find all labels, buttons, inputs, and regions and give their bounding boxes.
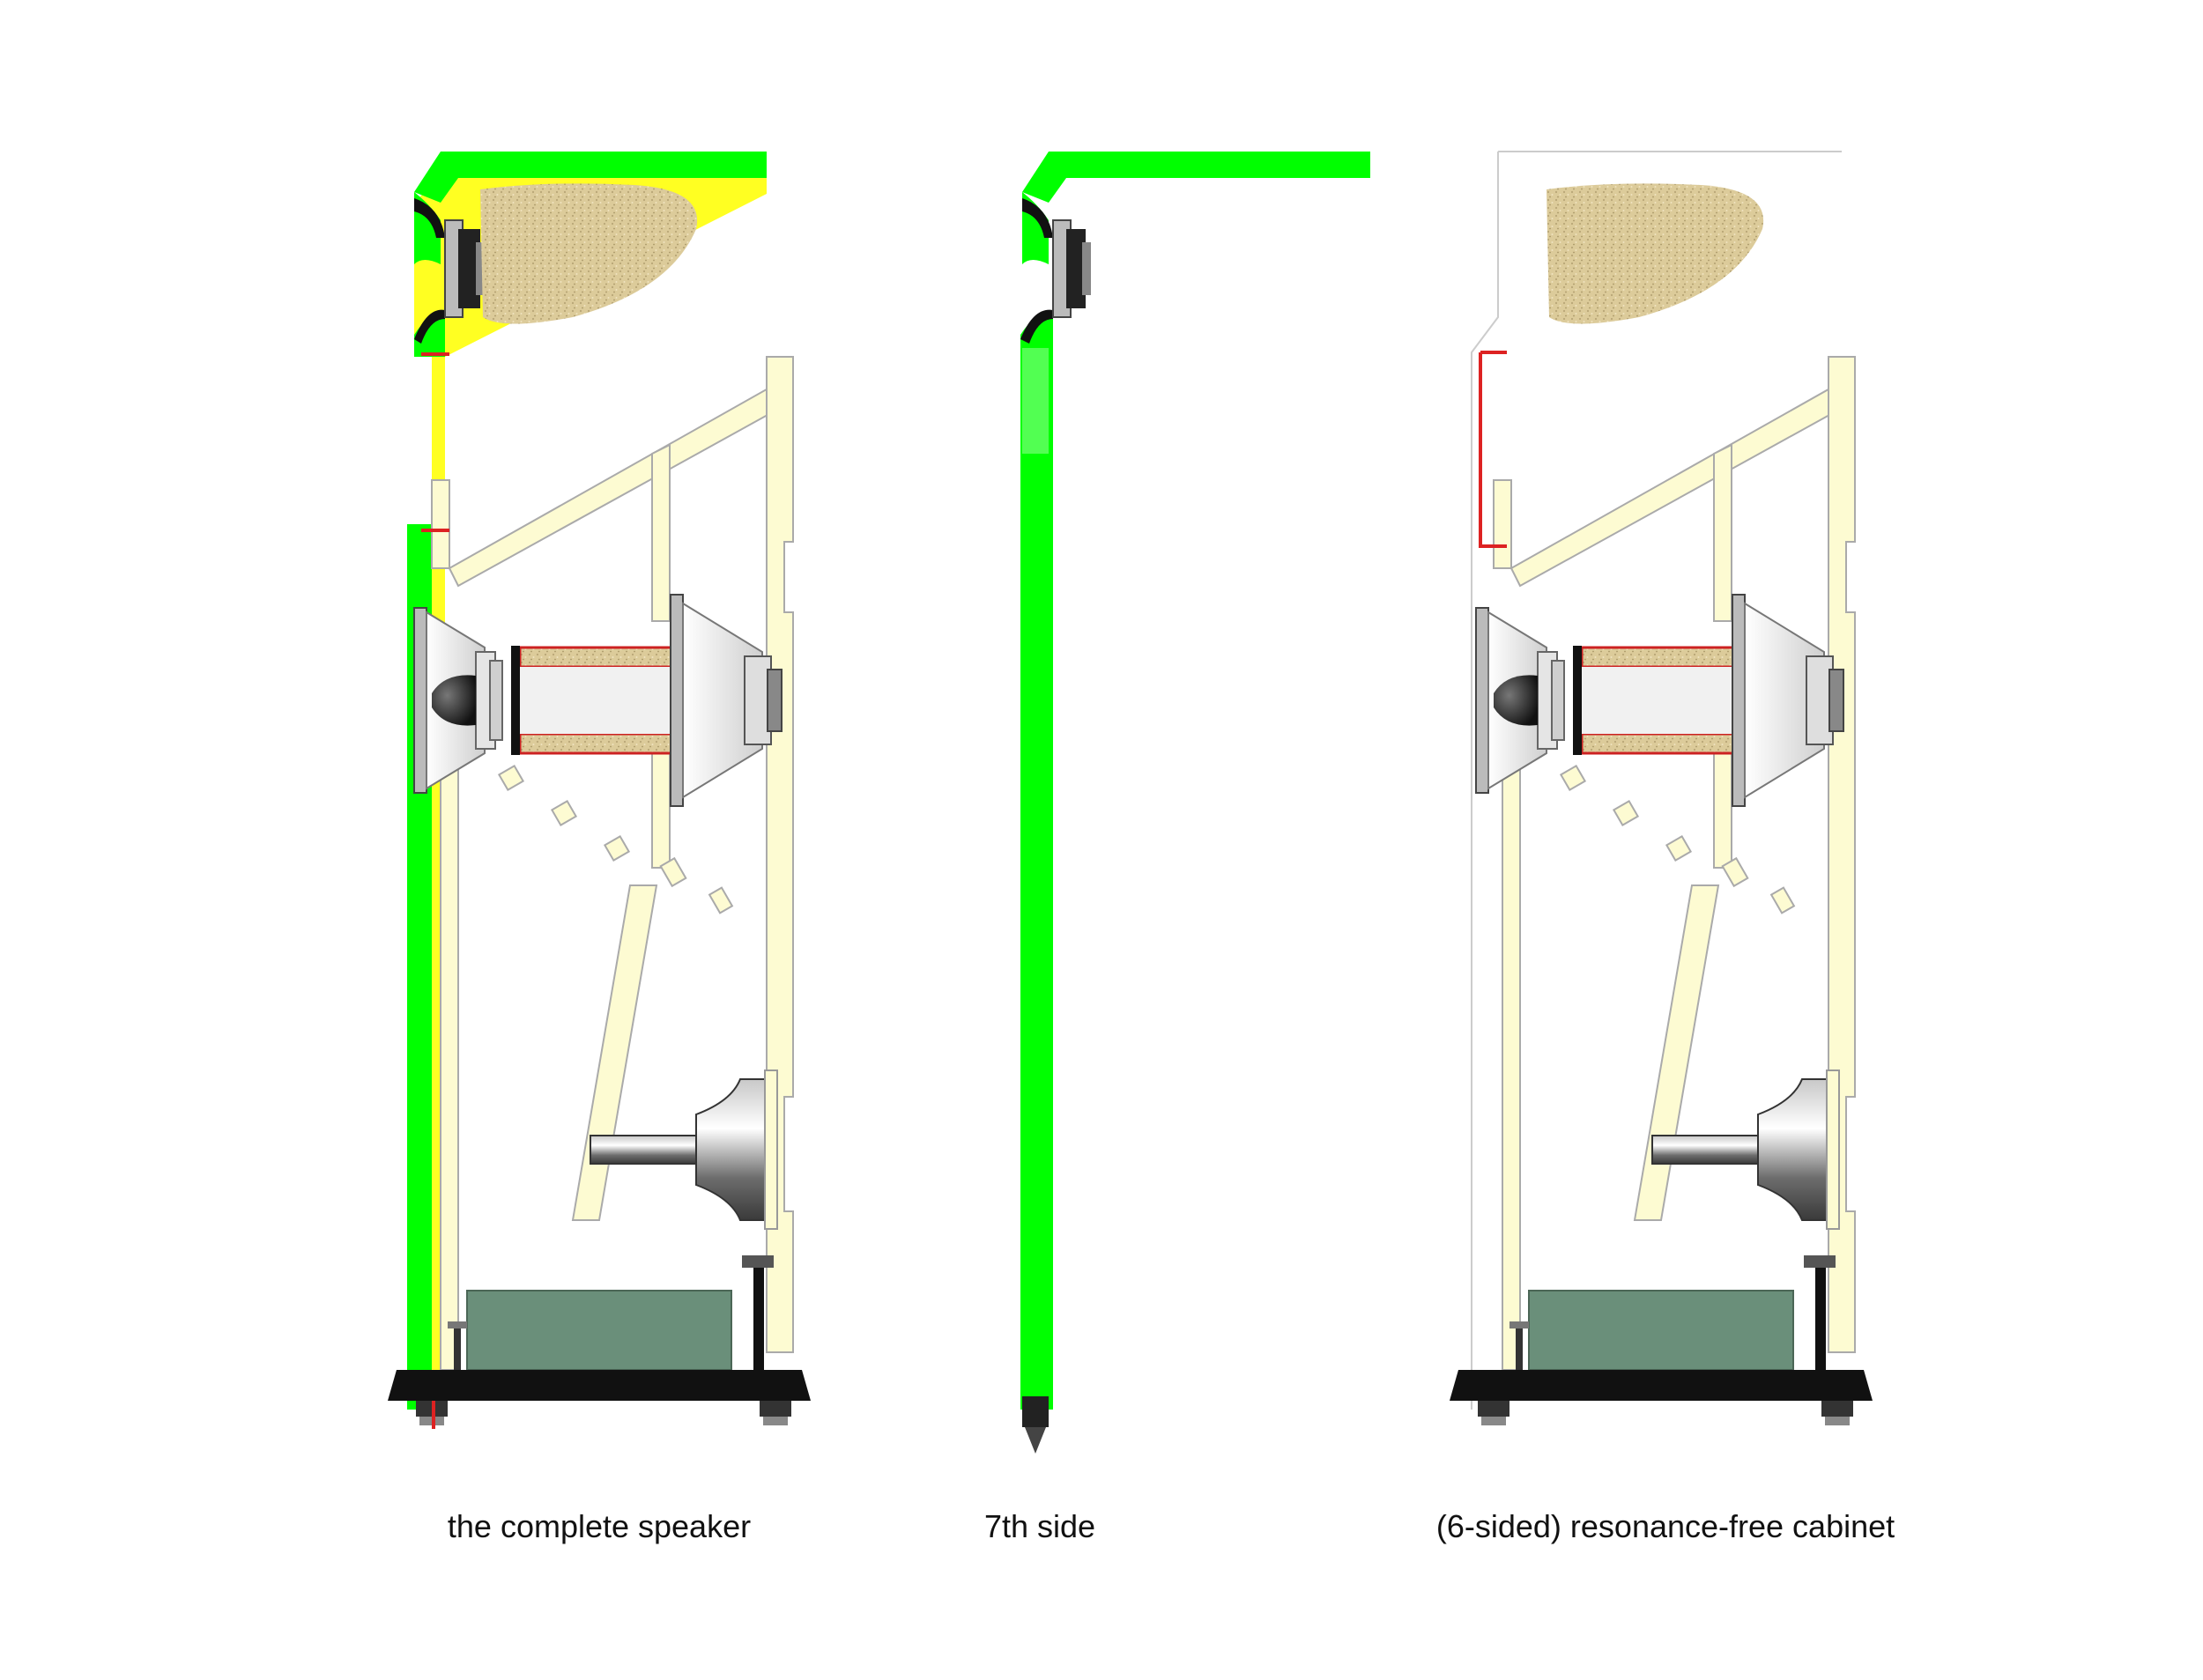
damping-material-top xyxy=(480,183,698,324)
damping-material-top xyxy=(1547,183,1764,324)
caption-seventh-side: 7th side xyxy=(984,1508,1095,1544)
tweeter-icon xyxy=(1052,219,1091,318)
seventh-side-drawing xyxy=(1020,152,1370,1454)
inner-cabinet-right xyxy=(1450,357,1873,1425)
tweeter-flange xyxy=(414,198,445,238)
caption-complete-speaker: the complete speaker xyxy=(448,1508,751,1544)
seventh-side-panel xyxy=(1022,152,1370,203)
caption-cabinet: (6-sided) resonance-free cabinet xyxy=(1436,1508,1895,1544)
spike-foot-icon xyxy=(1022,1396,1049,1454)
complete-speaker-drawing xyxy=(388,152,811,1429)
inner-cabinet-left xyxy=(388,357,811,1425)
cabinet-drawing xyxy=(1450,151,1873,1425)
tweeter-icon xyxy=(444,219,486,318)
resin-layer xyxy=(414,176,767,1410)
